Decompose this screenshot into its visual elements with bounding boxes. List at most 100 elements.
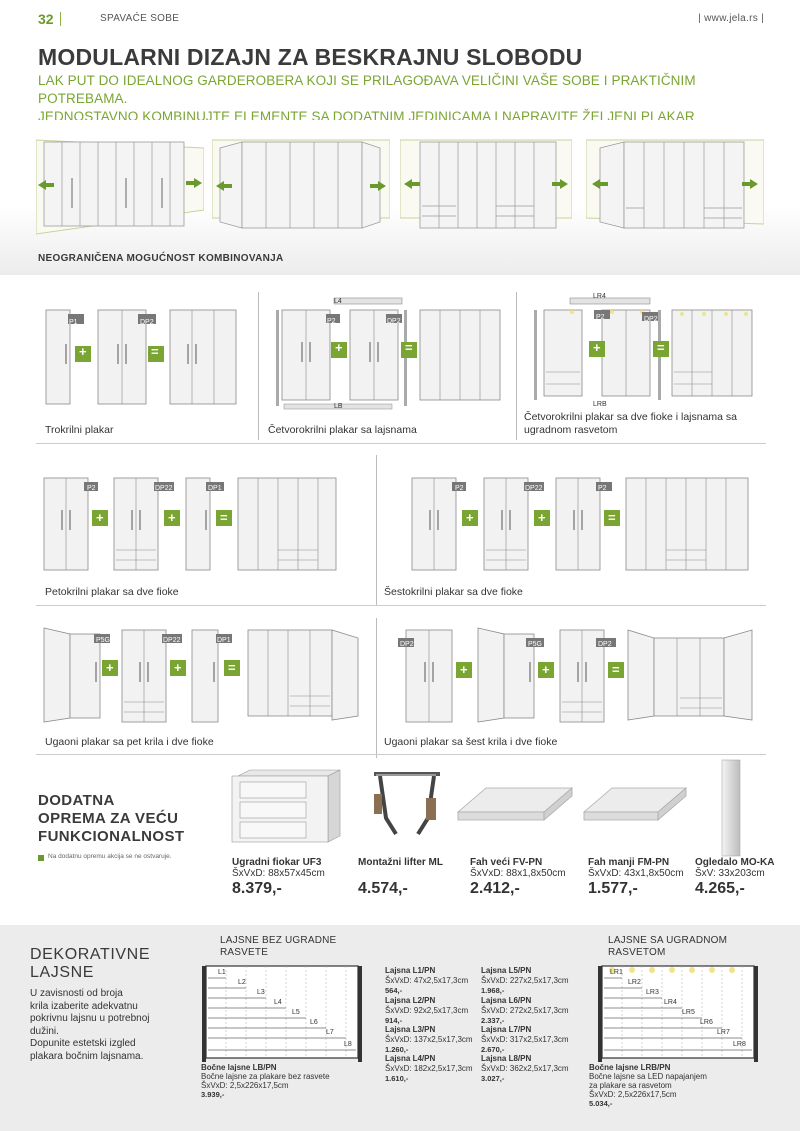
caption-line: ugradnom rasvetom <box>524 424 618 436</box>
combo-sestokrilni-diagram <box>411 477 749 571</box>
product-dims: ŠxVxD: 88x57x45cm <box>232 868 325 879</box>
divider <box>376 618 377 758</box>
strip-price: 2.337,- <box>481 1016 505 1025</box>
strip-dims: ŠxVxD: 227x2,5x17,3cm <box>481 976 569 985</box>
strip-dims: ŠxVxD: 47x2,5x17,3cm <box>385 976 469 985</box>
module-tag: LR4 <box>593 293 606 300</box>
text-line: U zavisnosti od broja <box>30 988 123 999</box>
strip-label: LR3 <box>646 989 659 996</box>
heading-line: LAJSNE SA UGRADNOM <box>608 935 728 946</box>
subtitle-line: LAK PUT DO IDEALNOG GARDEROBERA KOJI SE … <box>38 73 696 106</box>
strip-name: Lajsna L2/PN <box>385 996 436 1005</box>
strip-price: 1.968,- <box>481 986 505 995</box>
plus-sign: + <box>96 510 104 525</box>
module-tag: DP22 <box>163 637 181 644</box>
divider <box>36 443 766 444</box>
strip-label: L7 <box>326 1029 334 1036</box>
strip-price: 1.260,- <box>385 1045 409 1054</box>
mirror-image <box>721 759 741 857</box>
strip-dims: ŠxVxD: 272x2,5x17,3cm <box>481 1006 569 1015</box>
caption-line: Četvorokrilni plakar sa dve fioke i lajs… <box>524 411 738 423</box>
module-tag: P2 <box>327 318 336 325</box>
heading-line: LAJSNE BEZ UGRADNE <box>220 935 337 946</box>
product-price: 4.574,- <box>358 880 408 897</box>
equals-sign: = <box>657 340 665 355</box>
page-subtitle: LAK PUT DO IDEALNOG GARDEROBERA KOJI SE … <box>38 72 778 126</box>
module-tag: DP22 <box>525 485 543 492</box>
strip-label: LR7 <box>717 1029 730 1036</box>
plus-sign: + <box>593 340 601 355</box>
strip-dims: ŠxVxD: 317x2,5x17,3cm <box>481 1035 569 1044</box>
equals-sign: = <box>151 344 159 359</box>
module-tag: LB <box>334 403 343 410</box>
combo-caption: Ugaoni plakar sa šest krila i dve fioke <box>384 736 558 748</box>
combo-petokrilni-diagram <box>43 477 337 571</box>
strip-label: LR4 <box>664 999 677 1006</box>
module-tag: P5G <box>528 641 543 648</box>
module-tag: P5G <box>96 637 111 644</box>
side-strip-dims: ŠxVxD: 2,5x226x17,5cm <box>589 1090 677 1099</box>
drawer-unit-image <box>231 769 341 843</box>
divider <box>376 455 377 605</box>
header-divider <box>60 12 61 26</box>
plus-sign: + <box>174 660 182 675</box>
text-line: plakara bočnim lajsnama. <box>30 1050 144 1062</box>
strips-no-light-diagram <box>202 965 362 1062</box>
strip-label: LR8 <box>733 1041 746 1048</box>
lifter-image <box>374 772 440 836</box>
strip-name: Lajsna L1/PN <box>385 966 436 975</box>
strip-dims: ŠxVxD: 137x2,5x17,3cm <box>385 1035 473 1044</box>
combo-caption: Šestokrilni plakar sa dve fioke <box>384 586 523 598</box>
strip-dims: ŠxVxD: 362x2,5x17,3cm <box>481 1064 569 1073</box>
strip-label: LR5 <box>682 1009 695 1016</box>
text-line: pokrivnu lajsnu u potrebnoj <box>30 1013 150 1024</box>
side-strip-desc: za plakare sa rasvetom <box>589 1081 672 1090</box>
combo-caption: Četvorokrilni plakar sa dve fioke i lajs… <box>524 411 737 437</box>
module-tag: P2 <box>598 485 607 492</box>
plus-sign: + <box>460 662 468 677</box>
combo-ugaoni-pet-diagram <box>43 627 359 723</box>
equals-sign: = <box>612 662 620 677</box>
light-heading: LAJSNE SA UGRADNOM RASVETOM <box>608 935 727 959</box>
equals-sign: = <box>220 510 228 525</box>
strip-name: Lajsna L5/PN <box>481 966 532 975</box>
plus-sign: + <box>538 510 546 525</box>
heading-line: RASVETOM <box>608 947 666 958</box>
strip-label: L8 <box>344 1041 352 1048</box>
combinations-heading: NEOGRANIČENA MOGUĆNOST KOMBINOVANJA <box>38 253 284 264</box>
extras-heading: DODATNA OPREMA ZA VEĆU FUNKCIONALNOST <box>38 792 184 846</box>
product-name: Fah veći FV-PN <box>470 857 543 868</box>
text-line: Dopunite estetski izgled <box>30 1038 136 1049</box>
divider <box>516 292 517 440</box>
side-strip-name: Bočne lajsne LRB/PN <box>589 1063 671 1072</box>
module-tag: P2 <box>455 485 464 492</box>
room-illustration <box>400 139 572 229</box>
section-name: SPAVAĆE SOBE <box>100 13 180 24</box>
page-number: 32 <box>38 11 54 27</box>
room-illustration <box>36 139 204 235</box>
product-dims: ŠxVxD: 88x1,8x50cm <box>470 868 566 879</box>
text-line: krila izaberite adekvatnu <box>30 1000 138 1012</box>
room-illustration <box>212 139 390 229</box>
plus-sign: + <box>335 340 343 355</box>
combo-cetvorokrilni-led-diagram <box>534 297 753 400</box>
page-header: 32 SPAVAĆE SOBE | www.jela.rs | <box>0 0 800 38</box>
strip-name: Lajsna L4/PN <box>385 1054 436 1063</box>
module-tag: DP1 <box>217 637 231 644</box>
strip-name: Lajsna L7/PN <box>481 1025 532 1034</box>
heading-line: FUNKCIONALNOST <box>38 828 185 845</box>
combo-cetvorokrilni-diagram <box>276 297 501 410</box>
strip-label: L5 <box>292 1009 300 1016</box>
deco-description: U zavisnosti od broja krila izaberite ad… <box>30 988 190 1063</box>
strip-name: Lajsna L3/PN <box>385 1025 436 1034</box>
equals-sign: = <box>405 340 413 355</box>
module-tag: DP2 <box>387 318 401 325</box>
product-name: Ogledalo MO-KA <box>695 857 775 868</box>
module-tag: P2 <box>596 314 605 321</box>
site-url[interactable]: | www.jela.rs | <box>698 13 764 24</box>
strip-price: 564,- <box>385 986 403 995</box>
side-strip-price: 3.939,- <box>201 1090 225 1099</box>
plus-sign: + <box>542 662 550 677</box>
heading-line: OPREMA ZA VEĆU <box>38 810 179 827</box>
strip-label: L2 <box>238 979 246 986</box>
